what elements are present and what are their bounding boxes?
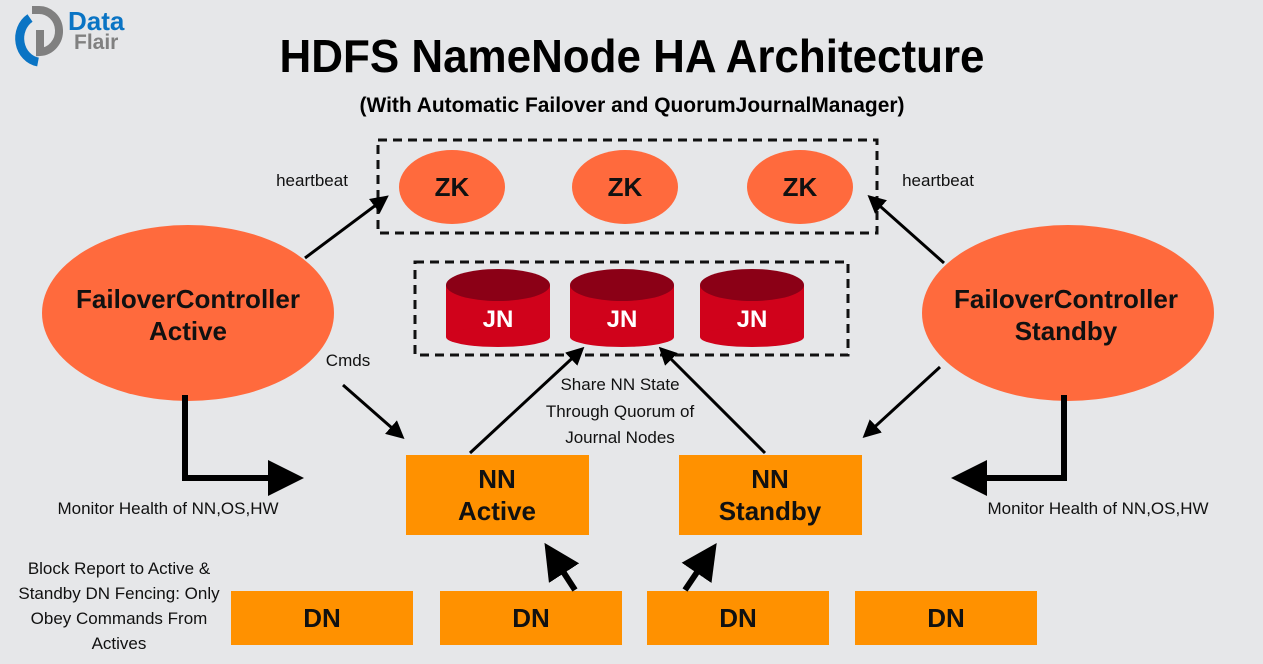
journal-group bbox=[413, 260, 850, 357]
svg-text:FailoverController: FailoverController bbox=[954, 284, 1178, 314]
jn-node-2: JN bbox=[570, 269, 674, 347]
monitor-label-right: Monitor Health of NN,OS,HW bbox=[987, 499, 1208, 518]
monitor-label-left: Monitor Health of NN,OS,HW bbox=[57, 499, 278, 518]
failover-controller-standby: FailoverController Standby bbox=[922, 225, 1214, 401]
arrow-monitor-left bbox=[182, 395, 304, 496]
svg-text:FailoverController: FailoverController bbox=[76, 284, 300, 314]
title: HDFS NameNode HA Architecture bbox=[280, 30, 985, 82]
namenode-standby: NN Standby bbox=[679, 455, 862, 535]
logo-text-data: Data bbox=[68, 6, 125, 36]
svg-text:DN: DN bbox=[927, 603, 965, 633]
datanode-1: DN bbox=[231, 591, 413, 645]
heartbeat-label-right: heartbeat bbox=[902, 171, 974, 190]
failover-controller-active: FailoverController Active bbox=[42, 225, 334, 401]
block-report-label-1: Block Report to Active & bbox=[28, 559, 211, 578]
block-report-label-3: Obey Commands From bbox=[31, 609, 208, 628]
svg-text:JN: JN bbox=[737, 306, 768, 333]
svg-text:DN: DN bbox=[303, 603, 341, 633]
svg-text:ZK: ZK bbox=[608, 172, 643, 202]
svg-text:Active: Active bbox=[149, 316, 227, 346]
arrows bbox=[182, 195, 1067, 592]
arrow-cmds-standby bbox=[862, 365, 942, 439]
dataflair-logo: Data Flair bbox=[15, 6, 125, 67]
subtitle: (With Automatic Failover and QuorumJourn… bbox=[360, 94, 905, 117]
svg-text:Standby: Standby bbox=[719, 496, 822, 526]
datanode-2: DN bbox=[440, 591, 622, 645]
zookeeper-group bbox=[376, 138, 879, 235]
share-label-2: Through Quorum of bbox=[546, 402, 695, 421]
svg-text:DN: DN bbox=[719, 603, 757, 633]
svg-text:Standby: Standby bbox=[1015, 316, 1118, 346]
datanode-3: DN bbox=[647, 591, 829, 645]
cmds-label: Cmds bbox=[326, 351, 370, 370]
block-report-label-2: Standby DN Fencing: Only bbox=[18, 584, 220, 603]
arrow-monitor-right bbox=[951, 395, 1067, 496]
datanode-4: DN bbox=[855, 591, 1037, 645]
share-label-1: Share NN State bbox=[560, 375, 679, 394]
svg-text:DN: DN bbox=[512, 603, 550, 633]
logo-text-flair: Flair bbox=[74, 31, 118, 54]
arrow-nn-standby-to-jn bbox=[658, 346, 767, 455]
arrow-dn-to-nn-standby bbox=[681, 543, 717, 592]
zk-node-2: ZK bbox=[572, 150, 678, 224]
jn-node-1: JN bbox=[446, 269, 550, 347]
zk-node-3: ZK bbox=[747, 150, 853, 224]
arrow-heartbeat-right bbox=[867, 195, 945, 265]
arrow-nn-active-to-jn bbox=[468, 346, 585, 455]
zk-node-1: ZK bbox=[399, 150, 505, 224]
share-label-3: Journal Nodes bbox=[565, 428, 675, 447]
heartbeat-label-left: heartbeat bbox=[276, 171, 348, 190]
svg-text:ZK: ZK bbox=[435, 172, 470, 202]
arrow-cmds bbox=[342, 383, 405, 439]
arrow-heartbeat-left bbox=[304, 195, 389, 260]
namenode-active: NN Active bbox=[406, 455, 589, 535]
svg-text:ZK: ZK bbox=[783, 172, 818, 202]
svg-text:NN: NN bbox=[751, 464, 789, 494]
svg-text:Active: Active bbox=[458, 496, 536, 526]
svg-text:NN: NN bbox=[478, 464, 516, 494]
arrow-dn-to-nn-active bbox=[544, 542, 580, 592]
block-report-label-4: Actives bbox=[92, 634, 147, 653]
svg-text:JN: JN bbox=[607, 306, 638, 333]
svg-text:JN: JN bbox=[483, 306, 514, 333]
jn-node-3: JN bbox=[700, 269, 804, 347]
